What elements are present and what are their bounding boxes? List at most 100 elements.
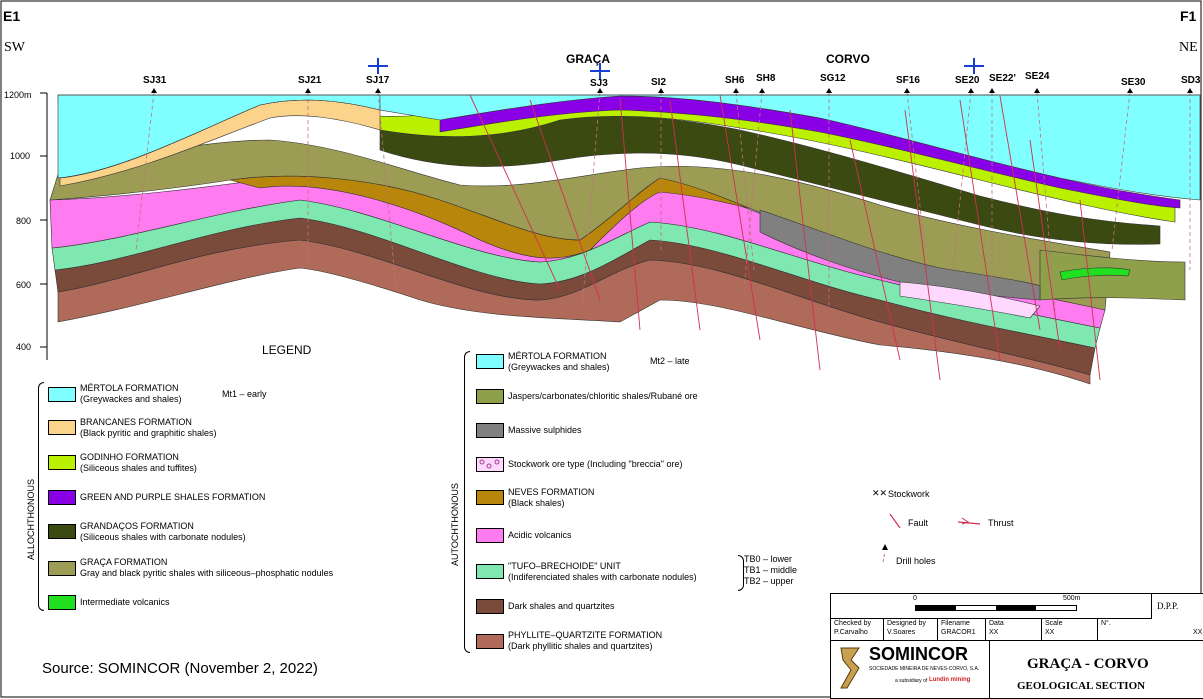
legend-swatch-mertola xyxy=(48,387,76,402)
fault-line xyxy=(1029,139,1061,351)
legend-item-brancanes: BRANCANES FORMATION(Black pyritic and gr… xyxy=(80,417,217,438)
thrust-symbol xyxy=(957,521,981,525)
drill-hole-trace xyxy=(952,91,972,271)
drill-hole-marker xyxy=(1127,88,1133,93)
fault-line xyxy=(904,109,941,381)
drill-holes-label: Drill holes xyxy=(896,556,936,566)
fault-line xyxy=(669,99,701,331)
well-label: SI2 xyxy=(651,77,667,88)
drill-hole-marker xyxy=(904,88,910,93)
drill-hole-marker xyxy=(658,88,664,93)
legend-item-mertola-late: MÉRTOLA FORMATION(Greywackes and shales) xyxy=(508,351,610,372)
legend-swatch-grandacos xyxy=(48,524,76,539)
somincor-logo-icon xyxy=(840,647,860,689)
meta-value: GRACOR1 xyxy=(941,629,976,636)
fault-line xyxy=(999,95,1041,331)
legend-mt1: Mt1 – early xyxy=(222,389,267,399)
company-parent-prefix: a subsidiary of xyxy=(895,678,928,684)
y-tick-label: 800 xyxy=(16,216,32,226)
fault-line xyxy=(1079,199,1101,381)
legend-item-mertola: MÉRTOLA FORMATION(Greywackes and shales) xyxy=(80,383,182,404)
drill-holes xyxy=(135,88,1193,311)
place-corvo: CORVO xyxy=(826,52,870,66)
legend-item-intermediate: Intermediate volcanics xyxy=(80,597,170,607)
direction-sw: SW xyxy=(4,40,25,55)
meta-row: Checked by P.Carvalho Designed by V.Soar… xyxy=(831,618,1203,641)
anticline-marker xyxy=(590,63,610,79)
legend-swatch-stockwork xyxy=(476,457,504,472)
drill-hole-trace xyxy=(906,91,926,251)
direction-ne: NE xyxy=(1179,40,1198,55)
legend-swatch-green-purple xyxy=(48,490,76,505)
legend-item-godinho: GODINHO FORMATION(Siliceous shales and t… xyxy=(80,452,197,473)
well-label: SE30 xyxy=(1121,77,1146,88)
drill-hole-marker xyxy=(151,88,157,93)
meta-header: Data xyxy=(989,620,1004,627)
legend-title: LEGEND xyxy=(262,343,312,357)
section-start-label: E1 xyxy=(3,8,21,24)
fault-label: Fault xyxy=(908,518,929,528)
meta-value: XX xyxy=(989,629,999,636)
legend-item-neves: NEVES FORMATION(Black shales) xyxy=(508,487,595,508)
meta-header: Scale xyxy=(1045,620,1063,627)
title-block: 0 500m D.P.P. Checked by P.Carvalho Desi… xyxy=(830,593,1203,699)
meta-value: XX xyxy=(1193,629,1203,636)
drill-hole-marker xyxy=(733,88,739,93)
well-label: SJ31 xyxy=(143,75,167,86)
well-label: SE20 xyxy=(955,75,980,86)
legend-swatch-godinho xyxy=(48,455,76,470)
autochthonous-label: AUTOCHTHONOUS xyxy=(450,483,460,566)
legend-swatch-jaspers xyxy=(476,389,504,404)
well-label: SJ21 xyxy=(298,75,322,86)
drill-hole-trace xyxy=(581,91,601,311)
legend-swatch-acidic xyxy=(476,528,504,543)
meta-header: Filename xyxy=(941,620,970,627)
drill-hole-trace xyxy=(735,91,755,271)
fault-line xyxy=(719,94,761,341)
well-label: SE22' xyxy=(989,73,1016,84)
company-subtitle: SOCIEDADE MINEIRA DE NEVES-CORVO, S.A. xyxy=(869,666,980,672)
drill-hole-marker xyxy=(375,88,381,93)
legend-swatch-graca xyxy=(48,561,76,576)
anticline-marker xyxy=(964,58,984,74)
legend-mt2: Mt2 – late xyxy=(650,356,690,366)
fault-symbol xyxy=(889,513,901,529)
legend-item-tufo: "TUFO–BRECHOIDE" UNIT(Indiferenciated sh… xyxy=(508,561,697,582)
drill-hole-marker xyxy=(759,88,765,93)
meta-header: N°. xyxy=(1101,620,1111,627)
legend-item-stockwork: Stockwork ore type (Including "breccia" … xyxy=(508,459,683,469)
drill-hole-trace xyxy=(135,91,155,251)
legend-swatch-neves xyxy=(476,490,504,505)
legend-swatch-tufo xyxy=(476,564,504,579)
drill-hole-marker xyxy=(1034,88,1040,93)
allochthonous-brace xyxy=(38,382,44,611)
legend-swatch-brancanes xyxy=(48,420,76,435)
fault-line xyxy=(959,99,1001,361)
legend-item-grandacos: GRANDAÇOS FORMATION(Siliceous shales wit… xyxy=(80,521,246,542)
layer-intermediate-volcanics xyxy=(1059,267,1131,281)
meta-value: V.Soares xyxy=(887,629,916,636)
section-title: GRAÇA - CORVO xyxy=(1027,656,1149,672)
legend-swatch-intermediate xyxy=(48,595,76,610)
fault-line xyxy=(789,109,821,371)
meta-header: Checked by xyxy=(834,620,871,627)
fault-line xyxy=(619,97,641,331)
drill-hole-trace xyxy=(1036,91,1056,311)
place-graca: GRAÇA xyxy=(566,52,610,66)
legend-swatch-phyllite xyxy=(476,634,504,649)
fault-line xyxy=(469,94,561,291)
y-tick-label: 400 xyxy=(16,342,32,352)
autochthonous-brace xyxy=(464,351,470,653)
well-label: SE24 xyxy=(1025,71,1050,82)
legend-item-phyllite: PHYLLITE–QUARTZITE FORMATION(Dark phylli… xyxy=(508,630,663,651)
section-end-label: F1 xyxy=(1180,8,1197,24)
meta-value: P.Carvalho xyxy=(834,629,868,636)
drill-hole-marker xyxy=(968,88,974,93)
well-label: SD3 xyxy=(1181,75,1201,86)
scale-bar-cell: 0 500m xyxy=(831,594,1152,619)
legend-item-acidic: Acidic volcanics xyxy=(508,530,572,540)
